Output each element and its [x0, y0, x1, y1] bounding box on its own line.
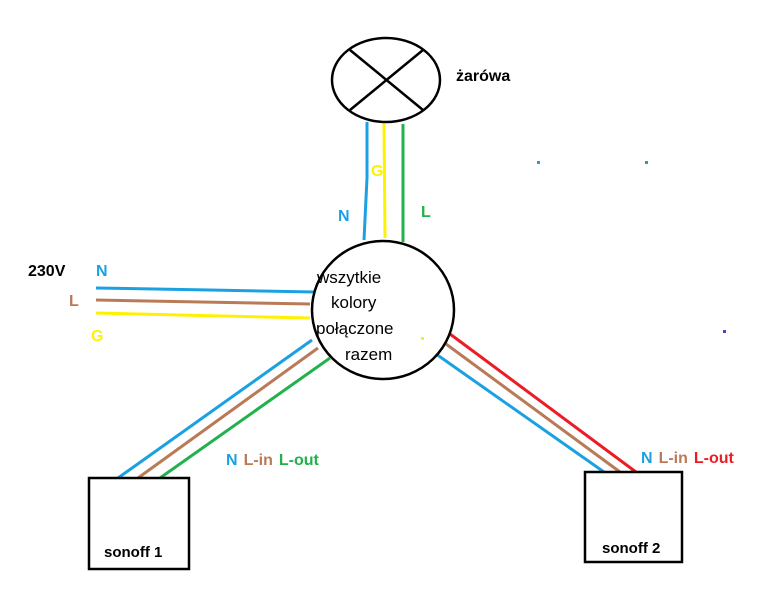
- sonoff1-wire-n: [117, 338, 313, 480]
- supply-wire-l: [95, 298, 311, 306]
- sonoff2-lout-label: L-out: [694, 450, 735, 467]
- junction-text-line3: połączone: [316, 319, 394, 338]
- sonoff2-n-label: N: [641, 450, 653, 467]
- junction-circle: [310, 239, 456, 381]
- stray-dot: [645, 161, 648, 164]
- supply-l-label: L: [69, 293, 79, 310]
- sonoff1-wire-lin: [137, 346, 319, 480]
- supply-wire-g: [95, 311, 311, 320]
- stray-dot: [723, 330, 726, 333]
- sonoff2-label: sonoff 2: [602, 540, 660, 557]
- bulb-wire-g: [382, 123, 387, 239]
- junction-text-line2: kolory: [331, 293, 377, 312]
- sonoff1-wire-labels: N L-in L-out: [226, 452, 320, 469]
- stray-dot: [537, 161, 540, 164]
- supply-g-label: G: [91, 328, 103, 345]
- bulb-wire-g-label: G: [371, 163, 383, 180]
- bulb-label: żarówa: [456, 68, 510, 85]
- bulb-icon: [330, 36, 442, 124]
- junction-text-line1: wszytkie: [316, 268, 381, 287]
- bulb-wire-n: [362, 122, 369, 241]
- sonoff2-box: [583, 470, 684, 564]
- bulb-wire-n-label: N: [338, 208, 350, 225]
- sonoff2-wire-labels: N L-in L-out: [641, 450, 735, 467]
- sonoff1-n-label: N: [226, 452, 238, 469]
- supply-n-label: N: [96, 263, 108, 280]
- sonoff2-lin-label: L-in: [659, 450, 688, 467]
- sonoff1-label: sonoff 1: [104, 544, 162, 561]
- sonoff1-lin-label: L-in: [244, 452, 273, 469]
- sonoff1-lout-label: L-out: [279, 452, 320, 469]
- sonoff2-wire-lin: [445, 342, 621, 474]
- sonoff2-wire-lout: [449, 332, 637, 474]
- bulb-wire-l-label: L: [421, 204, 431, 221]
- junction-text-line4: razem: [345, 345, 392, 364]
- sonoff2-wire-n: [435, 352, 605, 474]
- supply-voltage-label: 230V: [28, 263, 66, 280]
- sonoff1-box: [87, 476, 191, 571]
- supply-wire-n: [95, 286, 315, 294]
- stray-dot: [421, 337, 424, 340]
- sonoff1-wire-lout: [159, 356, 331, 480]
